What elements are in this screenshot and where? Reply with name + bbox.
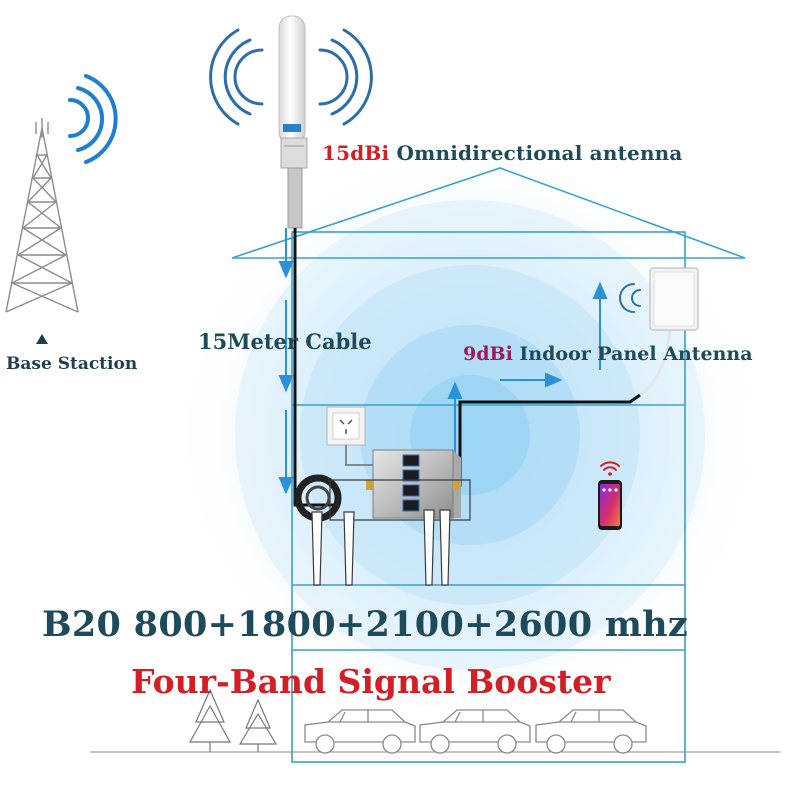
right-arrow-icon — [500, 372, 563, 388]
car-icon — [419, 709, 531, 754]
power-socket-icon — [326, 406, 366, 446]
signal-booster-icon — [366, 449, 461, 519]
car-icon — [535, 709, 647, 754]
indoor-signal-halo — [170, 135, 770, 735]
panel-gain-text: 9dBi — [463, 343, 513, 365]
base-marker-icon — [36, 334, 48, 344]
frequency-bands-heading: B20 800+1800+2100+2600 mhz — [42, 604, 689, 645]
tree-icon — [188, 688, 278, 752]
panel-antenna-icon — [649, 267, 699, 331]
uplink-arrow-icon — [447, 281, 608, 470]
omni-antenna-text: Omnidirectional antenna — [396, 141, 683, 165]
wifi-icon — [600, 461, 620, 476]
cable-coil-inner — [305, 485, 331, 511]
antenna-wave-icon — [209, 28, 373, 126]
panel-wave-icon — [619, 283, 641, 313]
base-station-label: Base Staction — [6, 354, 138, 374]
omni-antenna-label: 15dBi Omnidirectional antenna — [322, 141, 683, 165]
power-cord — [345, 445, 375, 466]
house-outline — [231, 167, 746, 763]
cell-tower-icon — [5, 118, 79, 313]
booster-stand — [311, 479, 471, 586]
tower-wave-icon — [68, 74, 118, 164]
panel-antenna-label: 9dBi Indoor Panel Antenna — [463, 343, 753, 365]
panel-cable — [639, 329, 672, 397]
cable-label: 15Meter Cable — [198, 329, 372, 354]
smartphone-icon — [598, 480, 622, 530]
panel-antenna-text: Indoor Panel Antenna — [519, 343, 753, 365]
car-icon — [304, 709, 416, 754]
omni-gain-text: 15dBi — [322, 141, 390, 165]
product-name-heading: Four-Band Signal Booster — [131, 662, 611, 701]
downlink-arrow-icon — [278, 228, 294, 495]
